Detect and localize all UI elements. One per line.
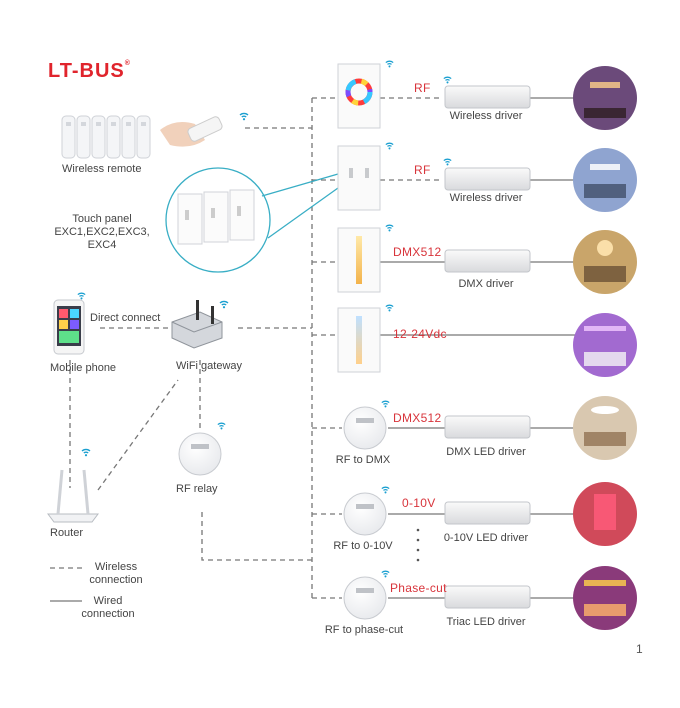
driver-label-row6: 0-10V LED driver xyxy=(443,532,529,544)
rf-to-dmx-device xyxy=(343,406,387,450)
mobile-phone-label: Mobile phone xyxy=(50,362,117,374)
rf-to-phase-cut-device xyxy=(343,576,387,620)
scene-thumb-4 xyxy=(573,313,637,377)
wifi-gateway-label: WiFi gateway xyxy=(176,360,243,372)
rf-to-0-10v-device xyxy=(343,492,387,536)
wireless-remote-group xyxy=(61,115,223,159)
direct-connect-label: Direct connect xyxy=(90,312,161,324)
wall-panel-dimmer xyxy=(337,145,381,211)
scene-thumb-3 xyxy=(573,230,637,294)
wall-panel-dmx xyxy=(337,227,381,293)
scene-thumb-2 xyxy=(573,148,637,212)
driver-label-row1: Wireless driver xyxy=(449,110,523,122)
signal-label-row3: DMX512 xyxy=(393,245,442,259)
controller-label-rf-to-phase-cut: RF to phase-cut xyxy=(324,624,404,636)
signal-label-row5: DMX512 xyxy=(393,411,442,425)
wireless-remote-label: Wireless remote xyxy=(62,163,142,175)
wall-panel-color-wheel xyxy=(337,63,381,129)
router-label: Router xyxy=(50,527,84,539)
touch-panel-zoom xyxy=(177,189,255,245)
scene-thumb-5 xyxy=(573,396,637,460)
driver-boxes xyxy=(444,85,531,609)
driver-label-row3: DMX driver xyxy=(458,278,514,290)
more-devices-dots xyxy=(416,528,420,562)
rf-relay-device xyxy=(178,432,222,476)
zoom-callout xyxy=(165,167,339,273)
wifi-gateway-device xyxy=(171,300,223,349)
signal-label-row6: 0-10V xyxy=(402,496,436,510)
page-number: 1 xyxy=(636,642,643,656)
controller-label-rf-to-0-10v: RF to 0-10V xyxy=(333,540,393,552)
controller-label-rf-to-dmx: RF to DMX xyxy=(335,454,391,466)
scene-thumb-1 xyxy=(573,66,637,130)
wired-links xyxy=(50,97,575,602)
signal-label-row4: 12-24Vdc xyxy=(393,327,447,341)
router-device xyxy=(47,469,99,523)
scene-thumbnails xyxy=(573,66,637,630)
mobile-phone-device xyxy=(53,299,85,355)
signal-label-row2: RF xyxy=(414,163,431,177)
scene-thumb-7 xyxy=(573,566,637,630)
brand-logo: LT-BUS® xyxy=(48,60,131,82)
signal-label-row1: RF xyxy=(414,81,431,95)
rf-relay-label: RF relay xyxy=(176,483,218,495)
driver-label-row5: DMX LED driver xyxy=(446,446,526,458)
signal-label-row7: Phase-cut xyxy=(390,581,447,595)
wall-panel-cct xyxy=(337,307,381,373)
touch-panel-label: Touch panel EXC1,EXC2,EXC3, EXC4 xyxy=(54,213,150,251)
driver-label-row7: Triac LED driver xyxy=(446,616,526,628)
driver-label-row2: Wireless driver xyxy=(449,192,523,204)
